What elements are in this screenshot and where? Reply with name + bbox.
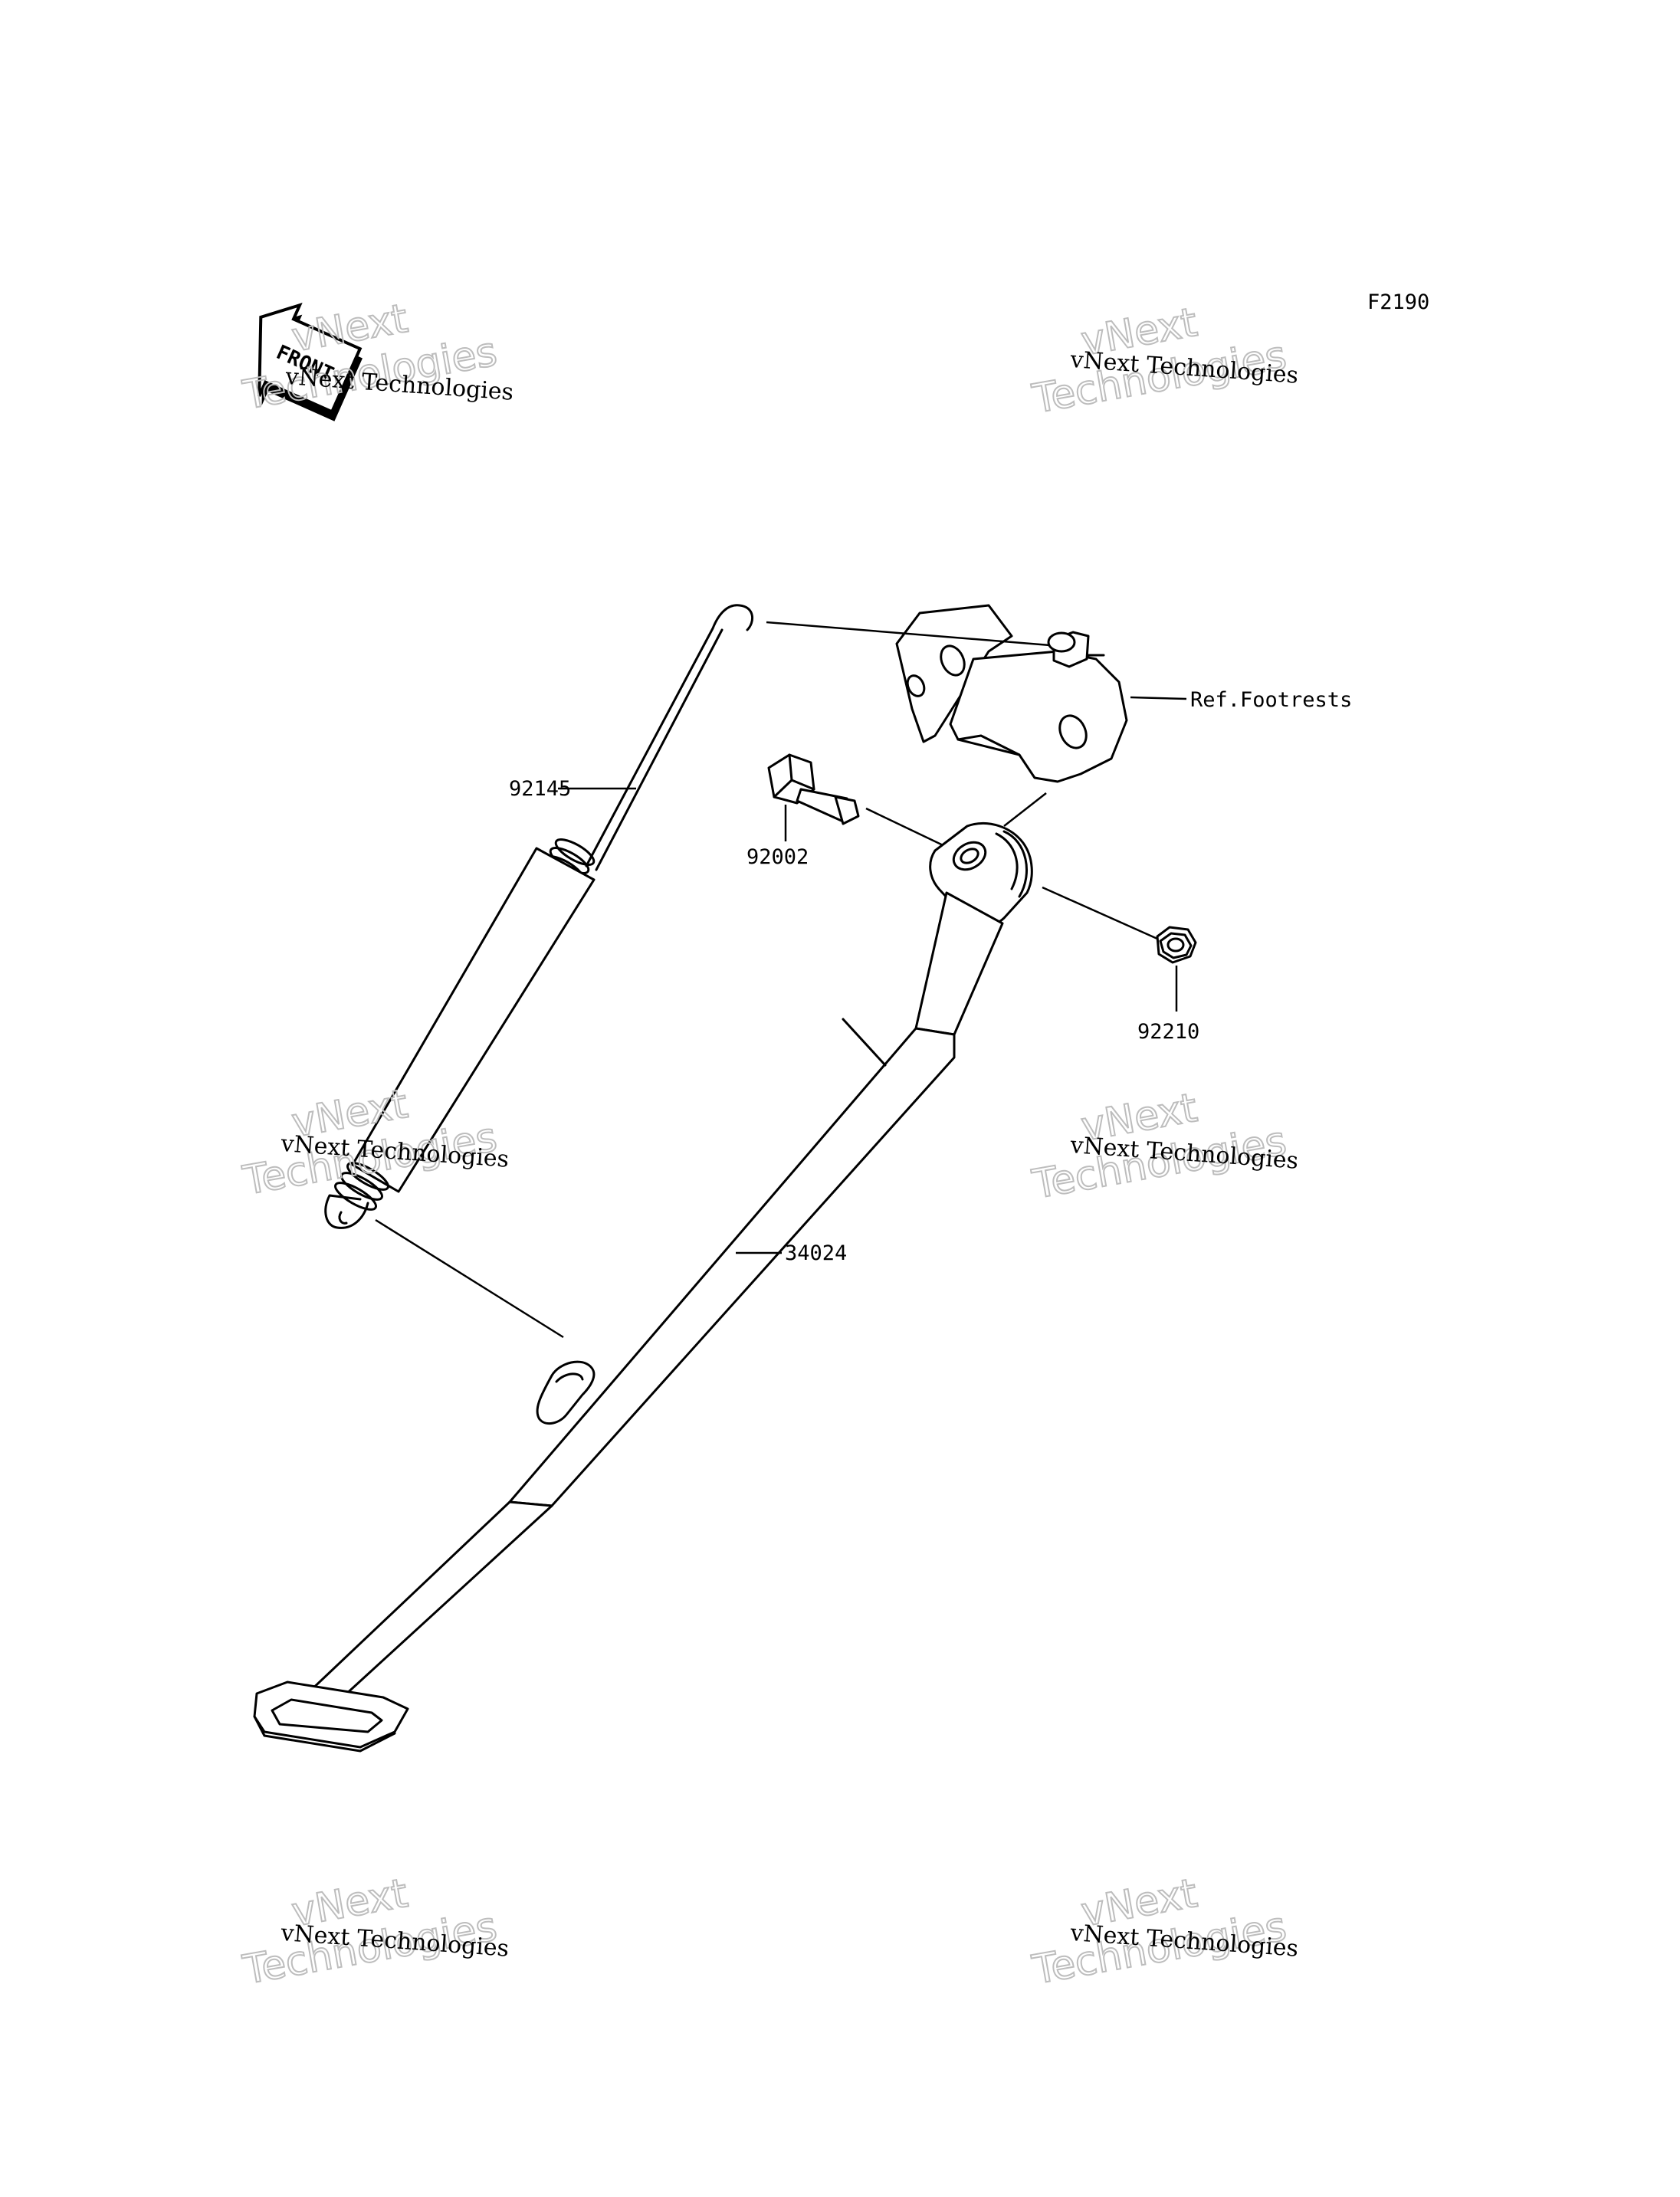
front-arrow-icon: FRONT — [258, 302, 363, 421]
leader-stand-to-bracket — [1003, 792, 1047, 827]
leader-stand-to-nut — [1042, 886, 1158, 940]
footrest-bracket-drawing — [895, 604, 1128, 783]
bolt-drawing — [767, 753, 860, 825]
figure-code: F2190 — [1367, 290, 1429, 314]
nut-drawing — [1156, 926, 1197, 964]
leader-ref-footrests — [1130, 696, 1187, 700]
label-92002: 92002 — [746, 845, 809, 869]
side-stand-drawing — [253, 792, 1047, 1753]
label-92210: 92210 — [1137, 1020, 1199, 1044]
label-ref-footrests: Ref.Footrests — [1190, 688, 1352, 712]
label-34024: 34024 — [785, 1241, 847, 1265]
leader-spring-to-stand — [375, 1218, 564, 1339]
leader-bolt-to-stand — [865, 807, 955, 852]
spring-drawing — [324, 604, 754, 1229]
leader-spring-to-bracket — [766, 621, 1051, 647]
label-92145: 92145 — [509, 777, 571, 801]
